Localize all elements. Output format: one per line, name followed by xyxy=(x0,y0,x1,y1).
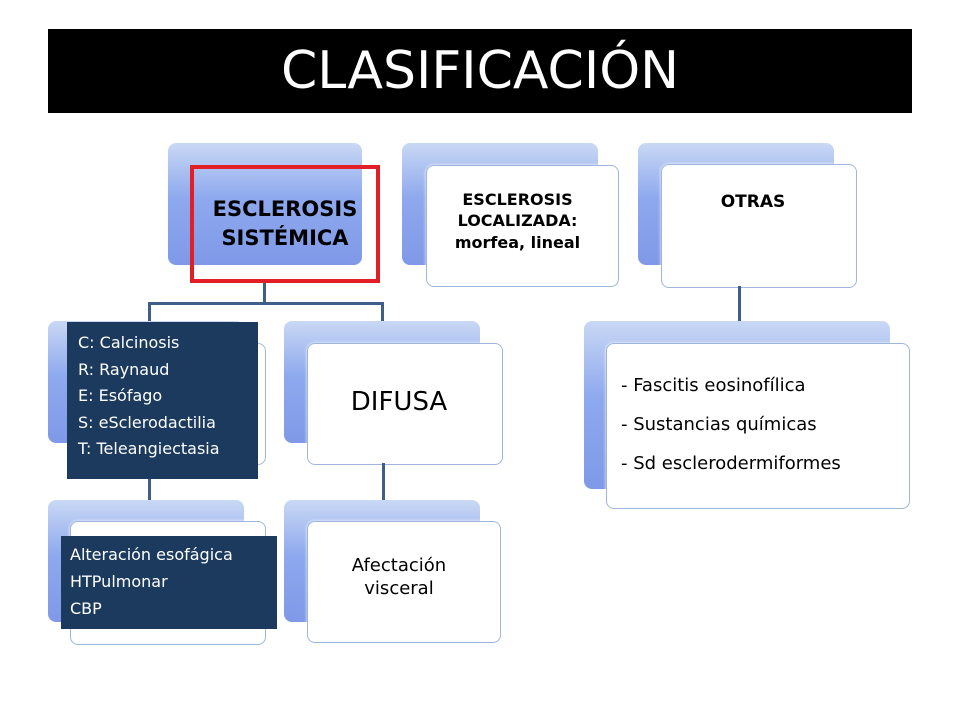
others-list-node: - Fascitis eosinofílica - Sustancias quí… xyxy=(606,343,910,509)
systemic-label: ESCLEROSIS SISTÉMICA xyxy=(212,196,358,250)
others-item: - Sd esclerodermiformes xyxy=(621,453,841,474)
page-title: CLASIFICACIÓN xyxy=(48,29,912,113)
others-item: - Fascitis eosinofílica xyxy=(621,375,806,396)
others-label: OTRAS xyxy=(720,192,786,212)
connector xyxy=(381,302,384,322)
others-item: - Sustancias químicas xyxy=(621,414,817,435)
connector xyxy=(148,479,151,501)
diffuse-label: DIFUSA xyxy=(350,387,448,417)
connector xyxy=(738,286,741,322)
crest-line: S: eSclerodactilia xyxy=(78,412,216,432)
crest-line: C: Calcinosis xyxy=(78,333,180,352)
limited-findings-box: Alteración esofágica HTPulmonar CBP xyxy=(61,536,277,629)
connector xyxy=(148,302,384,305)
visceral-label: Afectación visceral xyxy=(351,554,447,599)
localized-node: ESCLEROSIS LOCALIZADA: morfea, lineal xyxy=(426,165,619,287)
connector xyxy=(382,463,385,501)
systemic-node-bg xyxy=(168,143,362,265)
localized-label: ESCLEROSIS LOCALIZADA: morfea, lineal xyxy=(454,189,581,252)
limited-finding-line: HTPulmonar xyxy=(70,572,168,591)
visceral-node: Afectación visceral xyxy=(307,521,501,643)
limited-finding-line: Alteración esofágica xyxy=(70,545,233,564)
connector xyxy=(148,302,151,322)
highlight-frame xyxy=(190,165,380,283)
crest-line: T: Teleangiectasia xyxy=(78,439,220,458)
connector xyxy=(263,283,266,304)
diffuse-node: DIFUSA xyxy=(307,343,503,465)
systemic-node: ESCLEROSIS SISTÉMICA xyxy=(192,165,378,283)
limited-finding-line: CBP xyxy=(70,599,102,618)
crest-box: C: Calcinosis R: Raynaud E: Esófago S: e… xyxy=(67,322,258,479)
crest-line: R: Raynaud xyxy=(78,359,170,379)
crest-line: E: Esófago xyxy=(78,386,163,405)
others-node: OTRAS xyxy=(661,164,857,288)
